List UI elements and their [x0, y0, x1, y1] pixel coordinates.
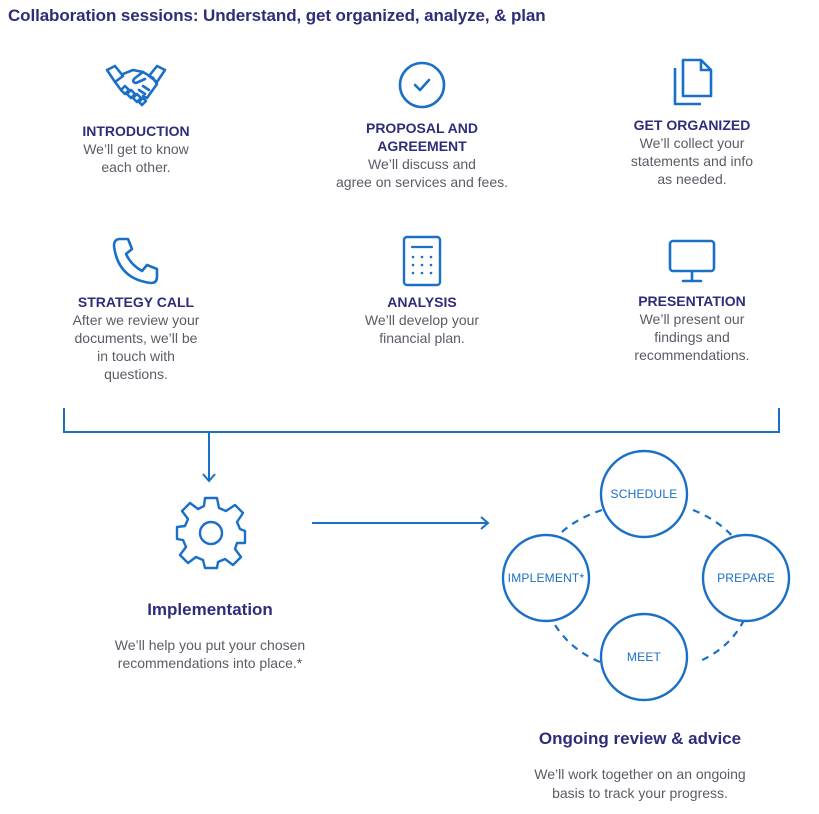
step-introduction: INTRODUCTION We’ll get to know each othe…	[31, 62, 241, 176]
cycle-node-implement	[501, 533, 591, 623]
step-description: After we review your documents, we’ll be…	[72, 312, 200, 382]
step-title: STRATEGY CALL	[77, 294, 195, 310]
step-description: We’ll present our findings and recommend…	[634, 311, 750, 363]
step-presentation: PRESENTATION We’ll present our findings …	[587, 238, 797, 364]
cycle-label-prepare: PREPARE	[717, 571, 775, 585]
step-analysis: ANALYSIS We’ll develop your financial pl…	[317, 235, 527, 347]
step-get-organized: GET ORGANIZED We’ll collect your stateme…	[587, 56, 797, 188]
ongoing-review-description: We’ll work together on an ongoing basis …	[534, 766, 746, 801]
cycle-node-meet	[599, 612, 689, 702]
cycle-label-implement: IMPLEMENT*	[507, 571, 585, 585]
cycle-node-schedule	[599, 449, 689, 539]
step-description: We’ll collect your statements and info a…	[630, 135, 754, 187]
ongoing-review-title: Ongoing review & advice	[538, 729, 742, 748]
documents-icon	[673, 58, 713, 106]
bracket-line	[63, 408, 780, 433]
step-description: We’ll discuss and agree on services and …	[336, 156, 508, 190]
step-title: INTRODUCTION	[82, 123, 190, 139]
handshake-icon	[105, 64, 167, 107]
checkmark-circle-icon	[398, 61, 446, 109]
monitor-icon	[668, 239, 716, 283]
implementation-title: Implementation	[147, 600, 273, 619]
step-title: PRESENTATION	[638, 293, 746, 309]
cycle-label-schedule: SCHEDULE	[610, 487, 678, 501]
step-title: PROPOSAL AND AGREEMENT	[365, 120, 478, 154]
cycle-label-meet: MEET	[626, 650, 662, 664]
gear-icon	[175, 496, 247, 570]
step-title: ANALYSIS	[387, 294, 457, 310]
calculator-icon	[402, 235, 442, 287]
step-description: We’ll get to know each other.	[83, 141, 189, 175]
page-title: Collaboration sessions: Understand, get …	[8, 6, 546, 25]
step-strategy-call: STRATEGY CALL After we review your docum…	[31, 235, 241, 383]
step-description: We’ll develop your financial plan.	[364, 312, 480, 346]
phone-icon	[112, 237, 159, 285]
right-arrow	[312, 516, 490, 530]
cycle-node-prepare	[701, 533, 791, 623]
down-arrow	[202, 432, 216, 483]
implementation-description: We’ll help you put your chosen recommend…	[114, 637, 306, 671]
step-title: GET ORGANIZED	[633, 117, 751, 133]
step-proposal: PROPOSAL AND AGREEMENT We’ll discuss and…	[317, 60, 527, 191]
